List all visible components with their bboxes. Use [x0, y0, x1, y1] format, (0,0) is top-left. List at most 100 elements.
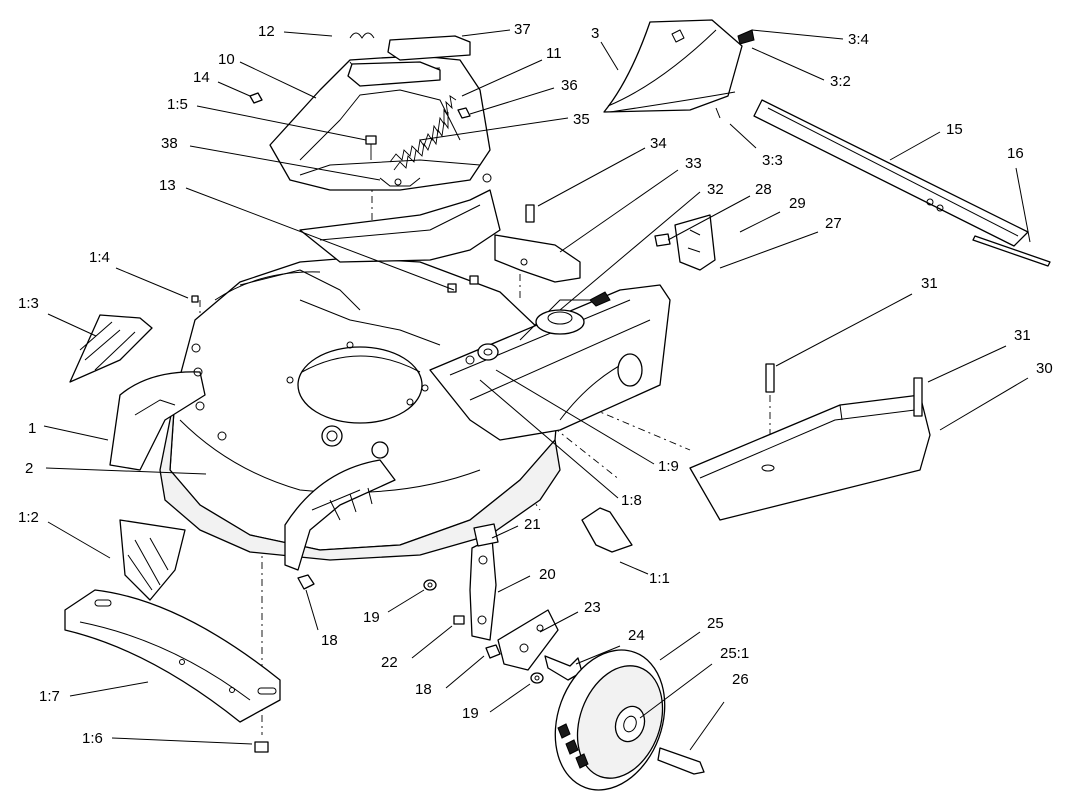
- callout-label-c-1-2: 1:2: [18, 509, 39, 526]
- callout-label-c-1-1: 1:1: [649, 570, 670, 587]
- skid-plate: [64, 589, 281, 723]
- callout-label-c-24: 24: [628, 627, 645, 644]
- rear-flap: [753, 99, 1029, 247]
- front-vent-lower: [119, 519, 186, 601]
- leader-line-c-19b: [489, 683, 531, 713]
- callout-label-c-28: 28: [755, 181, 772, 198]
- leader-line-c-2: [45, 467, 207, 475]
- callout-label-c-27: 27: [825, 215, 842, 232]
- leader-line-c-16: [1015, 167, 1031, 243]
- front-vent-upper: [69, 314, 153, 383]
- callout-label-c-20: 20: [539, 566, 556, 583]
- leader-line-c-12: [283, 31, 333, 37]
- callout-label-c-1-3: 1:3: [18, 295, 39, 312]
- callout-label-c-25: 25: [707, 615, 724, 632]
- callout-label-c-34: 34: [650, 135, 667, 152]
- callout-label-c-35: 35: [573, 111, 590, 128]
- callout-label-c-3-2: 3:2: [830, 73, 851, 90]
- leader-line-c-1-7: [69, 681, 149, 697]
- leader-line-c-29: [739, 211, 781, 233]
- leader-line-c-1-8: [479, 379, 619, 499]
- leader-line-c-13: [185, 187, 455, 291]
- callout-label-c-16: 16: [1007, 145, 1024, 162]
- leader-line-c-35: [419, 117, 569, 141]
- callout-label-c-12: 12: [258, 23, 275, 40]
- hinge-rod: [972, 235, 1051, 267]
- height-adjust-bracket: [654, 214, 716, 271]
- callout-label-c-30: 30: [1036, 360, 1053, 377]
- leader-line-c-18a: [305, 589, 319, 631]
- leader-line-c-32: [559, 191, 701, 311]
- pivot-bushing: [465, 343, 499, 365]
- leader-line-c-1-6: [111, 737, 253, 745]
- rear-corner-tab: [581, 507, 633, 553]
- callout-label-c-3-3: 3:3: [762, 152, 783, 169]
- leader-line-c-30: [939, 377, 1029, 431]
- callout-label-c-19b: 19: [462, 705, 479, 722]
- small-hardware: [191, 275, 923, 753]
- leader-line-c-22: [411, 625, 453, 659]
- upper-fasteners: [249, 92, 471, 160]
- leader-line-c-1-2: [47, 521, 111, 559]
- parts-layer: [64, 19, 1051, 791]
- torsion-spring: [389, 95, 457, 171]
- callout-label-c-21: 21: [524, 516, 541, 533]
- leader-line-c-10: [239, 61, 317, 99]
- wheel-adapter: [497, 609, 559, 671]
- callout-label-c-18b: 18: [415, 681, 432, 698]
- callout-label-c-29: 29: [789, 195, 806, 212]
- leader-line-c-24: [575, 645, 621, 665]
- callout-label-c-18a: 18: [321, 632, 338, 649]
- discharge-chute: [603, 19, 755, 119]
- callout-label-c-1-4: 1:4: [89, 249, 110, 266]
- wheel-latch: [473, 523, 499, 547]
- callout-label-c-3-4: 3:4: [848, 31, 869, 48]
- callout-label-c-32: 32: [707, 181, 724, 198]
- leader-line-c-26: [689, 701, 725, 751]
- mower-deck: [159, 257, 561, 561]
- callout-label-c-1: 1: [28, 420, 36, 437]
- small-spring: [349, 32, 375, 39]
- callout-label-c-15: 15: [946, 121, 963, 138]
- callout-label-c-26: 26: [732, 671, 749, 688]
- callout-label-c-1-6: 1:6: [82, 730, 103, 747]
- leader-line-c-3-2: [751, 47, 825, 81]
- rear-housing: [269, 35, 492, 191]
- callout-label-c-31b: 31: [1014, 327, 1031, 344]
- callout-label-c-37: 37: [514, 21, 531, 38]
- callout-label-c-23: 23: [584, 599, 601, 616]
- leader-line-c-31b: [927, 345, 1007, 383]
- leader-line-c-36: [469, 87, 555, 115]
- callout-label-c-1-9: 1:9: [658, 458, 679, 475]
- leader-line-c-1-3: [47, 313, 97, 337]
- leader-line-c-3-4: [751, 29, 844, 40]
- leader-line-c-31a: [775, 293, 913, 367]
- pivot-bracket: [494, 204, 581, 283]
- leader-line-c-20: [497, 575, 531, 593]
- leader-line-c-1-1: [619, 561, 649, 575]
- callout-label-c-33: 33: [685, 155, 702, 172]
- leader-line-c-38: [189, 145, 381, 181]
- leader-line-c-3-3: [729, 123, 757, 149]
- leader-lines: [43, 29, 1031, 751]
- callout-label-c-2: 2: [25, 460, 33, 477]
- leader-line-c-14: [217, 81, 251, 97]
- callout-label-c-22: 22: [381, 654, 398, 671]
- rear-wheel: [554, 649, 666, 791]
- leader-line-c-15: [889, 131, 941, 161]
- callout-label-c-3: 3: [591, 25, 599, 42]
- wheel-bolt: [657, 747, 705, 775]
- leader-line-c-21: [491, 525, 519, 539]
- leader-line-c-1: [43, 425, 109, 441]
- callout-label-c-19a: 19: [363, 609, 380, 626]
- callout-label-c-31a: 31: [921, 275, 938, 292]
- callout-label-c-11: 11: [546, 45, 562, 62]
- callout-label-c-1-7: 1:7: [39, 688, 60, 705]
- leader-line-c-1-9: [495, 369, 655, 465]
- leader-line-c-28: [667, 195, 751, 241]
- leader-line-c-25-1: [639, 663, 713, 719]
- left-front-shroud: [109, 371, 206, 471]
